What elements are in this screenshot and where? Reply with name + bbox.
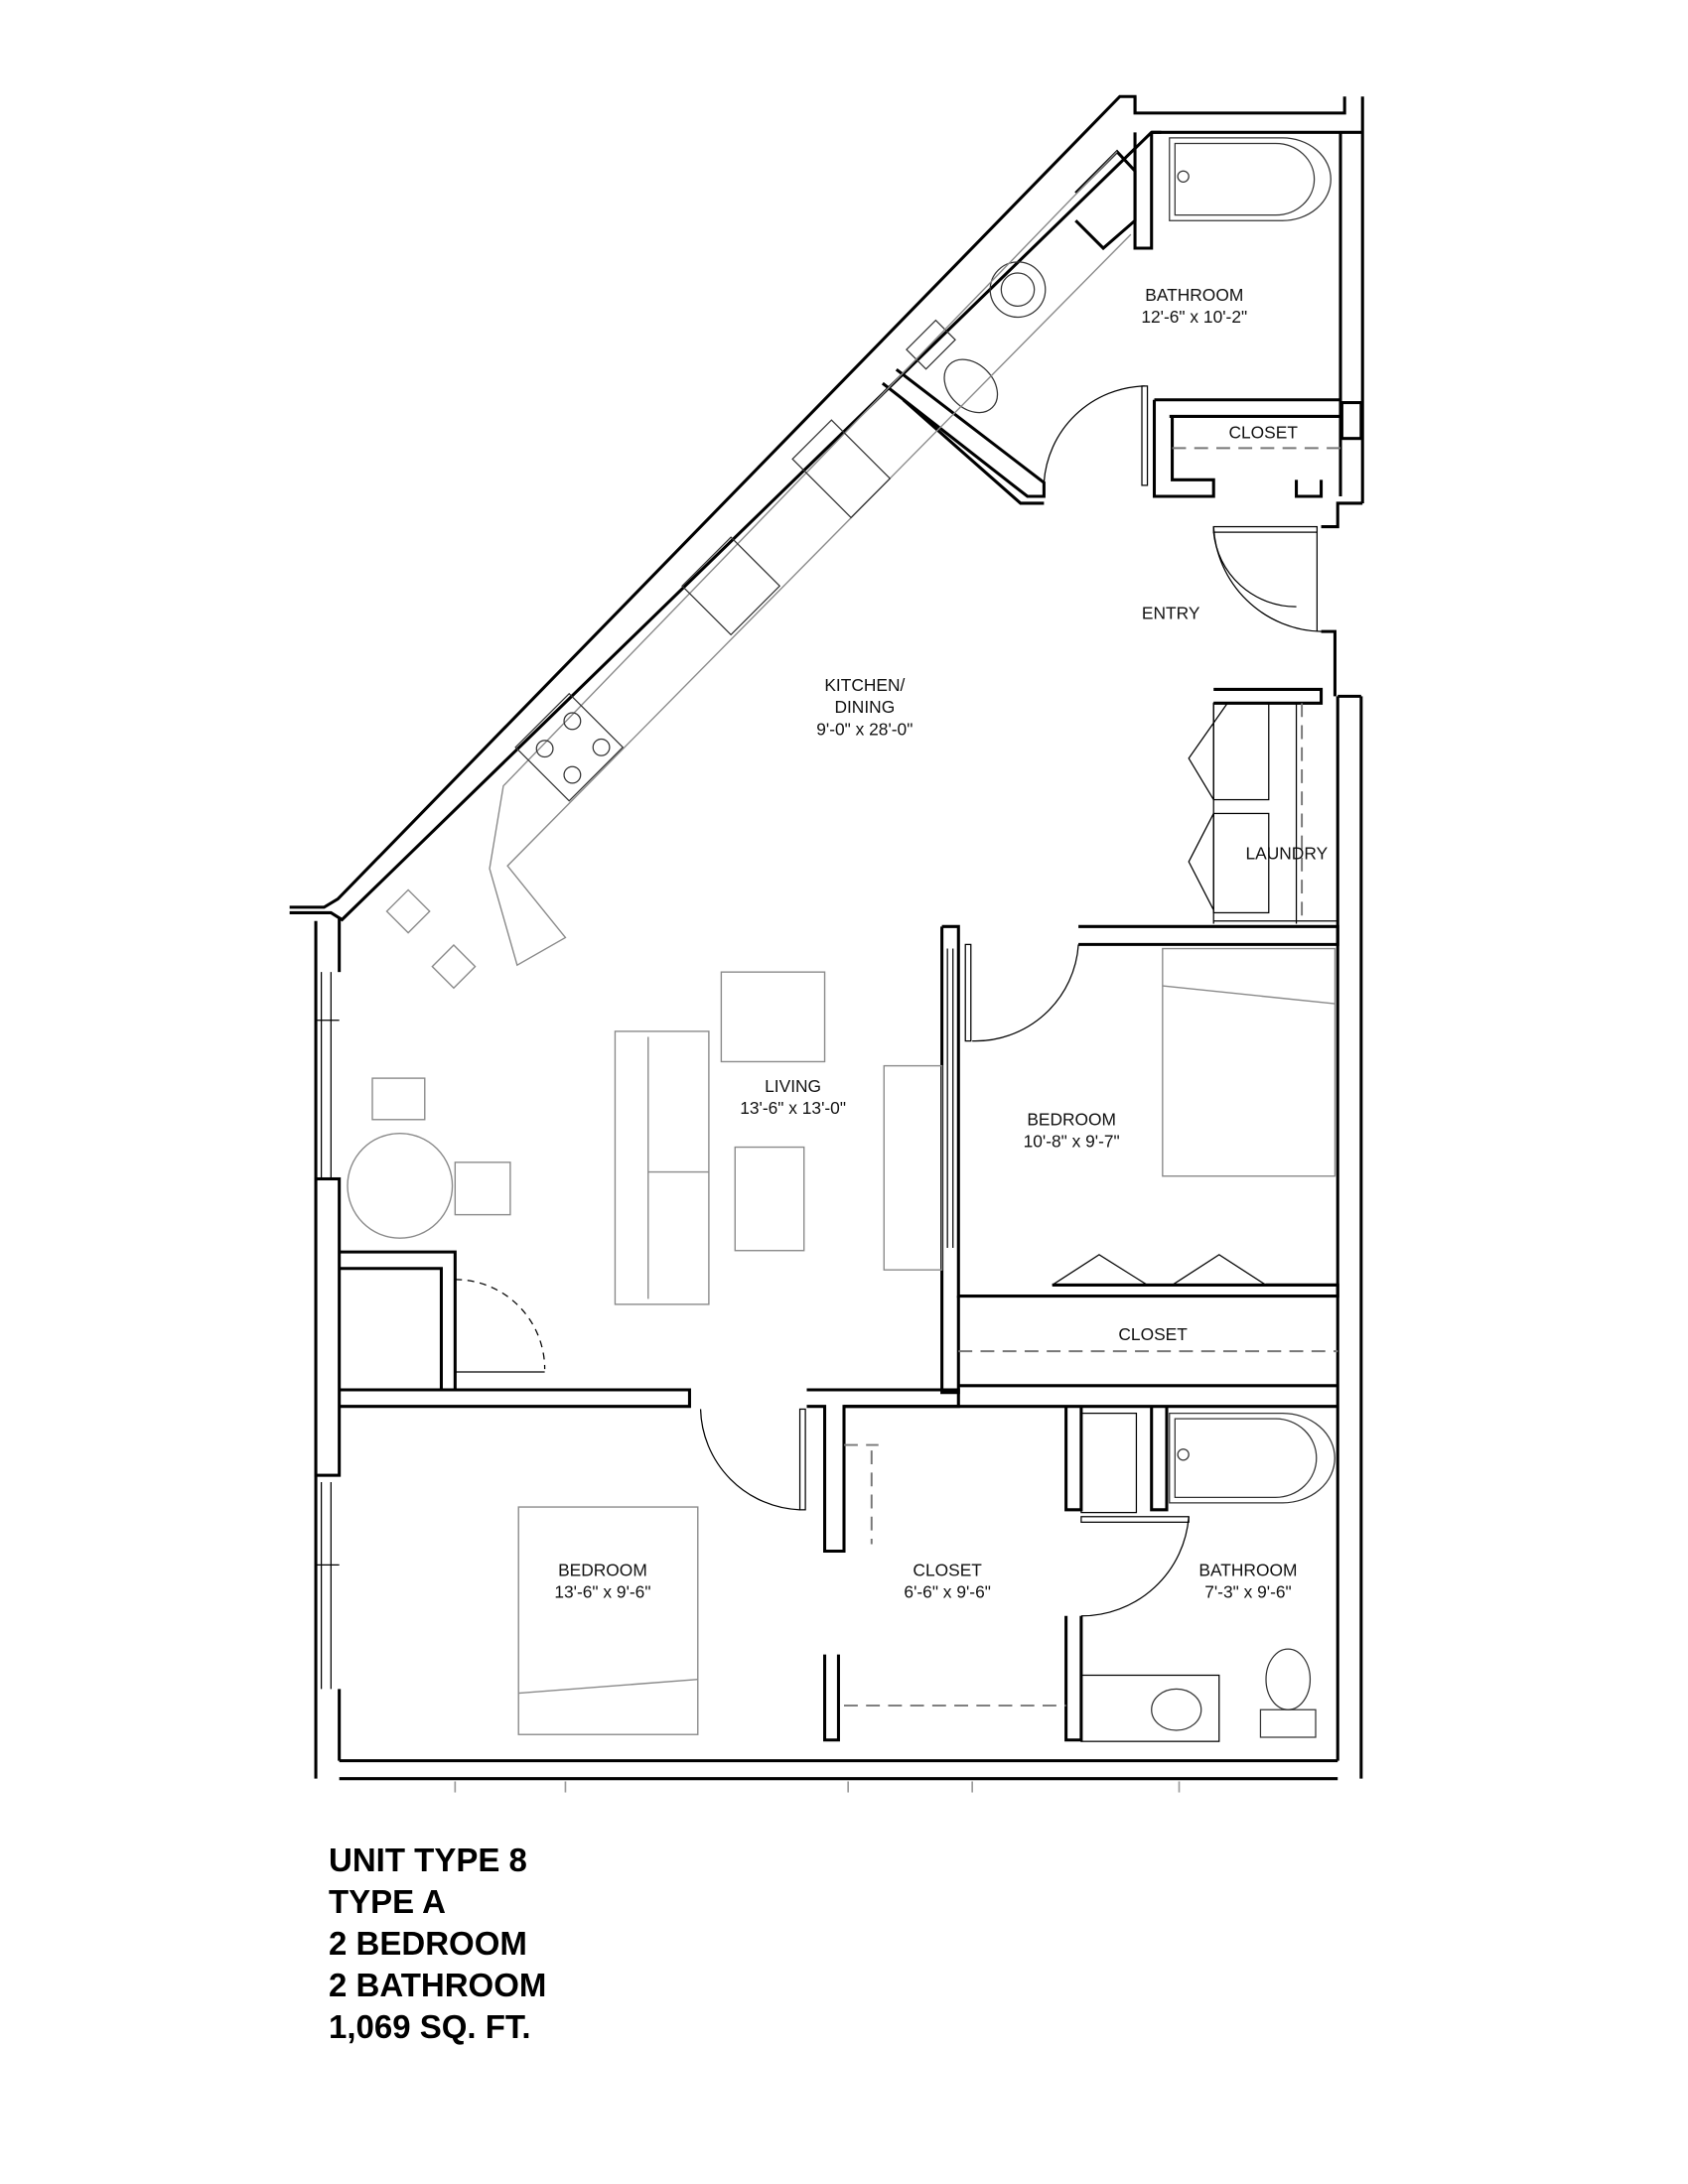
- room-dim-kitchen-dining: 9'-0" x 28'-0": [816, 719, 913, 739]
- adjacent-unit-edge: [454, 1781, 1181, 1793]
- room-label-laundry: LAUNDRY: [1246, 843, 1329, 863]
- room-label-bedroom-1: BEDROOM: [1027, 1109, 1116, 1129]
- room-label-closet-entry: CLOSET: [1228, 423, 1298, 443]
- unit-type: UNIT TYPE 8: [329, 1842, 527, 1878]
- square-footage: 1,069 SQ. FT.: [329, 2008, 531, 2045]
- room-dim-bathroom-1: 12'-6" x 10'-2": [1141, 307, 1247, 327]
- room-dim-bedroom-2: 13'-6" x 9'-6": [554, 1582, 650, 1602]
- bathroom-count: 2 BATHROOM: [329, 1967, 547, 2003]
- room-label-entry: ENTRY: [1142, 604, 1200, 623]
- exterior-walls: [289, 94, 1364, 1781]
- room-dim-closet-walkin: 6'-6" x 9'-6": [904, 1582, 990, 1602]
- room-labels: BATHROOM 12'-6" x 10'-2" CLOSET ENTRY KI…: [554, 285, 1328, 1602]
- room-dim-bedroom-1: 10'-8" x 9'-7": [1024, 1132, 1120, 1152]
- room-label-closet-bedroom-1: CLOSET: [1118, 1324, 1188, 1344]
- unit-info: UNIT TYPE 8 TYPE A 2 BEDROOM 2 BATHROOM …: [329, 1840, 546, 2048]
- room-label-bathroom-1: BATHROOM: [1145, 285, 1243, 305]
- interior-walls: [339, 132, 1340, 1742]
- doors: [455, 385, 1322, 1617]
- room-label-bedroom-2: BEDROOM: [558, 1561, 647, 1580]
- room-label-bathroom-2: BATHROOM: [1198, 1561, 1297, 1580]
- fixtures: [347, 137, 1336, 1742]
- room-label-closet-walkin: CLOSET: [913, 1561, 982, 1580]
- room-label-living: LIVING: [765, 1076, 821, 1096]
- type-variant: TYPE A: [329, 1883, 446, 1920]
- bedroom-count: 2 BEDROOM: [329, 1925, 527, 1962]
- room-dim-bathroom-2: 7'-3" x 9'-6": [1204, 1582, 1291, 1602]
- room-dim-living: 13'-6" x 13'-0": [740, 1098, 846, 1118]
- room-label-kitchen: KITCHEN/: [824, 675, 905, 695]
- room-label-dining: DINING: [834, 697, 895, 717]
